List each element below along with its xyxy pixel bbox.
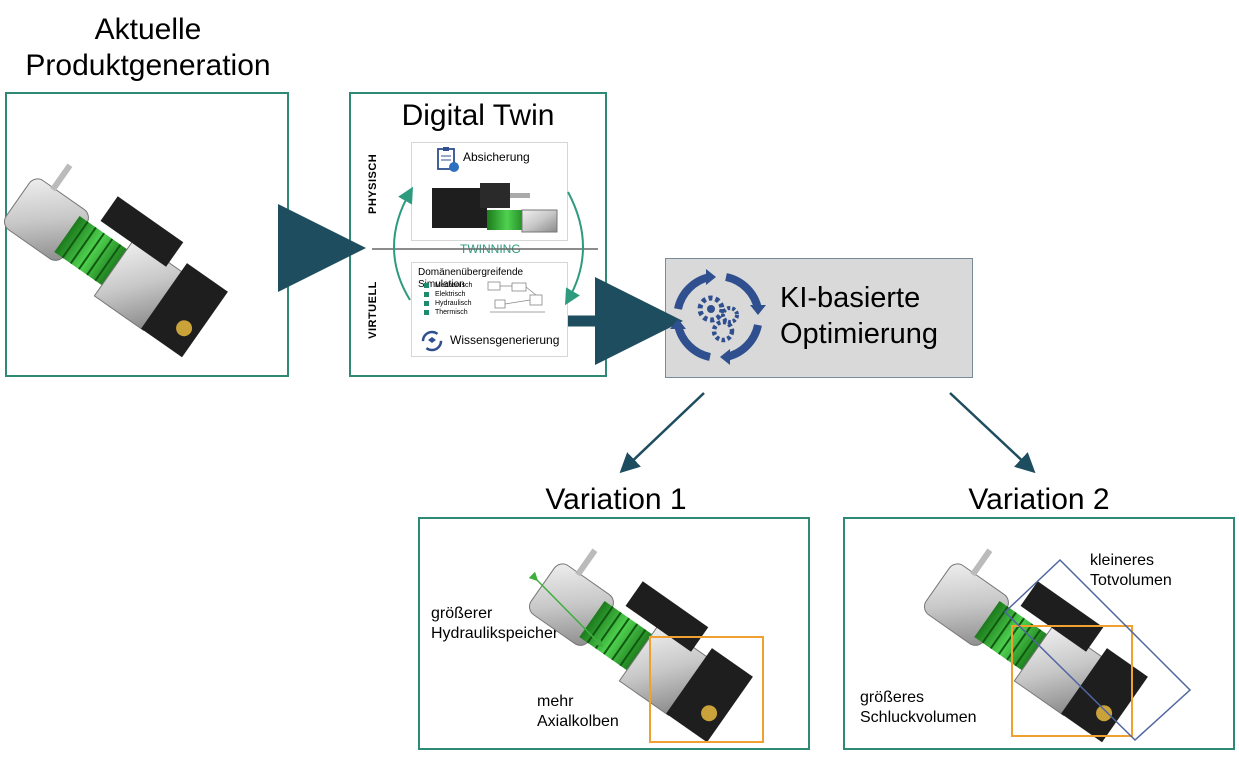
clipboard-check-icon [437, 147, 459, 172]
simulation-item: Hydraulisch [424, 299, 472, 308]
current-title-line2: Produktgeneration [25, 49, 271, 82]
ai-line2: Optimierung [780, 318, 938, 350]
bullet-icon [424, 310, 429, 315]
current-title-line1: Aktuelle [94, 13, 202, 46]
current-generation-title: Aktuelle Produktgeneration [0, 12, 296, 84]
simulation-item: Elektrisch [424, 290, 472, 299]
knowledge-label: Wissensgenerierung [450, 333, 560, 347]
knowledge-cycle-icon [421, 330, 443, 352]
twin-arc-left [393, 186, 413, 301]
simulation-schematic [487, 281, 545, 313]
validation-label: Absicherung [463, 150, 530, 164]
twin-arc-right [565, 191, 584, 306]
bullet-icon [424, 301, 429, 306]
physical-product-image [432, 183, 558, 233]
variation2-product-image [916, 534, 1158, 744]
variation2-highlight-blue [1003, 558, 1192, 742]
simulation-card [411, 262, 568, 357]
simulation-item: Thermisch [424, 308, 472, 317]
variation1-product-image [521, 534, 763, 744]
digital-twin-title: Digital Twin [401, 99, 555, 132]
arrow-ai-to-variation1 [619, 392, 705, 474]
variation1-title: Variation 1 [545, 483, 687, 516]
accumulator-size-arrow [528, 571, 604, 648]
arrow-ai-to-variation2 [949, 392, 1036, 474]
simulation-item: Mechanisch [424, 281, 472, 290]
variation2-highlight-orange [1011, 625, 1133, 737]
current-product-image [0, 149, 238, 359]
ai-cycle-gears-icon [670, 269, 766, 365]
simulation-list: Mechanisch Elektrisch Hydraulisch Thermi… [424, 281, 472, 317]
variation1-label-pistons: mehr Axialkolben [537, 693, 619, 730]
simulation-title: Domänenübergreifende Simulation [418, 267, 524, 290]
ai-optimization-text: KI-basierte Optimierung [780, 280, 938, 352]
variation1-label-accumulator: größerer Hydraulikspeicher [431, 605, 559, 642]
variation2-title: Variation 2 [968, 483, 1110, 516]
variation1-highlight-box [649, 636, 764, 743]
variation2-label-deadvolume: kleineres Totvolumen [1090, 552, 1172, 589]
ai-line1: KI-basierte [780, 282, 921, 314]
variation2-label-displacement: größeres Schluckvolumen [860, 689, 977, 726]
ai-optimization-box [665, 258, 973, 378]
bullet-icon [424, 292, 429, 297]
bullet-icon [424, 283, 429, 288]
